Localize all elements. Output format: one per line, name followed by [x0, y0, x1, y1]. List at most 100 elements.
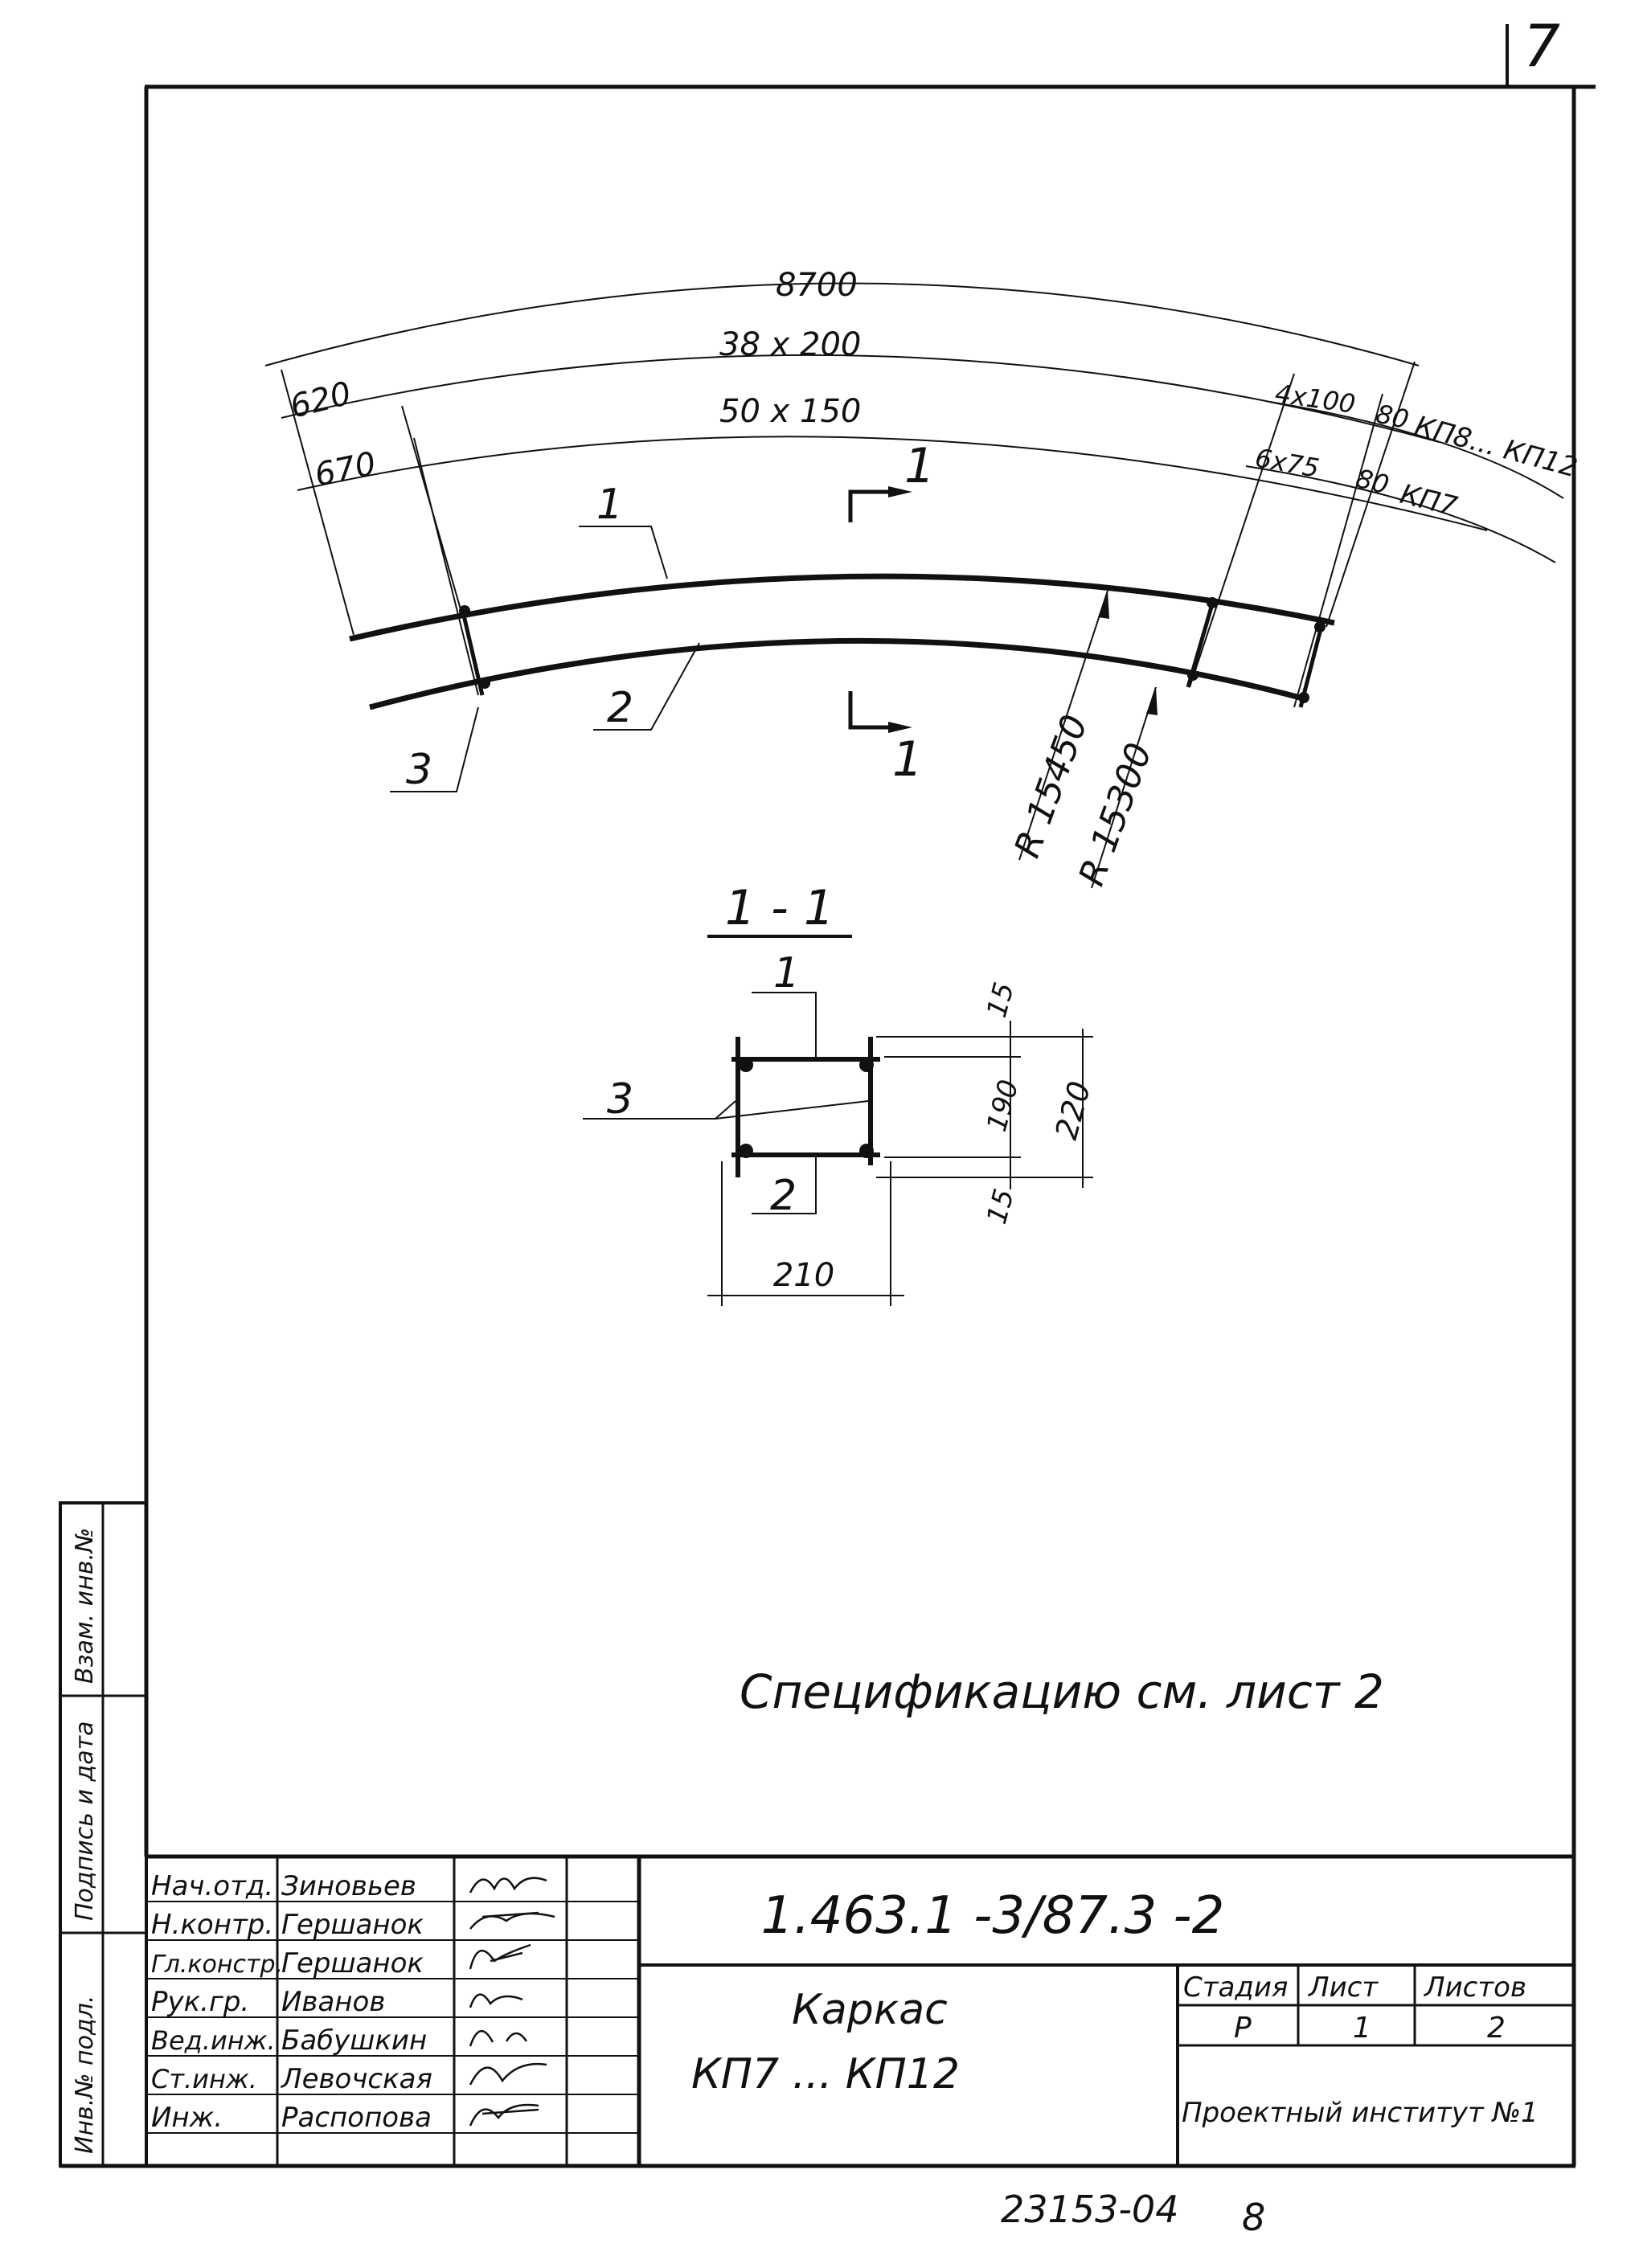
footer-number: 8 — [1242, 2196, 1265, 2239]
sheet-number: 7 — [1523, 12, 1560, 80]
leader-position-1 — [579, 526, 668, 579]
cut-mark-bottom-arrow — [888, 722, 912, 733]
dim-right-top-spacing: 4x100 — [1273, 378, 1358, 420]
dim-right-bottom-spacing: 6x75 — [1253, 442, 1321, 483]
sheets-value: 2 — [1487, 2012, 1506, 2045]
weld-dot — [1298, 692, 1309, 703]
dim-right-bottom-label: КП7 — [1397, 478, 1461, 523]
dim-top-spacing: 38 x 200 — [719, 326, 861, 363]
signature — [469, 1993, 523, 2008]
signature — [469, 1911, 555, 1930]
radius-arrow-outer — [1098, 591, 1109, 619]
radius-arrow-inner — [1146, 687, 1158, 715]
ext-line-right-1 — [1189, 373, 1295, 688]
ext-line-right-3 — [1326, 361, 1416, 628]
specification-note: Спецификацию см. лист 2 — [740, 1664, 1384, 1719]
weld-dot — [479, 678, 490, 689]
section-dim-width-label: 210 — [773, 1257, 834, 1294]
staff-role: Нач.отд. — [151, 1870, 273, 1902]
section-leader-3 — [583, 1100, 736, 1120]
sheets-header: Листов — [1423, 1971, 1526, 2004]
section-position-2: 2 — [770, 1172, 797, 1220]
side-stamp-vzam-inv: Взам. инв.№ — [71, 1528, 99, 1684]
section-rebar-dot — [859, 1058, 874, 1072]
signature — [469, 1877, 547, 1893]
cut-mark-top — [848, 489, 904, 522]
staff-role: Н.контр. — [151, 1909, 273, 1941]
weld-dot — [1207, 597, 1218, 608]
section-leader-2 — [752, 1157, 817, 1214]
dim-arc-kp7 — [1245, 465, 1556, 563]
section-view — [583, 935, 1093, 1306]
staff-role: Инж. — [151, 2102, 223, 2134]
staff-role: Гл.констр. — [151, 1951, 283, 1979]
dim-right-top-end: 80 — [1373, 399, 1412, 436]
leader-position-3 — [390, 706, 479, 792]
dim-left-bottom: 670 — [312, 445, 379, 494]
signature — [469, 1943, 531, 1970]
plan-position-1: 1 — [596, 481, 623, 529]
staff-name: Распопова — [281, 2102, 432, 2134]
section-dim-bottom: 15 — [981, 1185, 1021, 1227]
dim-bottom-spacing: 50 x 150 — [719, 393, 861, 430]
staff-role: Вед.инж. — [151, 2025, 276, 2056]
cut-mark-top-label: 1 — [904, 438, 935, 494]
ext-line-right-2 — [1293, 393, 1383, 708]
weld-dot — [1187, 669, 1199, 681]
rod-position-1 — [349, 573, 1335, 642]
ext-line-left-3 — [413, 437, 479, 696]
radius-outer-label: R 15450 — [1006, 710, 1096, 863]
dim-right-top-label: КП8... КП12 — [1412, 410, 1581, 484]
leader-position-2 — [593, 642, 700, 731]
stage-value: Р — [1234, 2012, 1252, 2045]
signature — [469, 2030, 528, 2047]
section-leader-1 — [752, 992, 817, 1057]
staff-role: Ст.инж. — [151, 2064, 257, 2094]
plan-view — [264, 282, 1564, 889]
section-dim-top: 15 — [981, 979, 1021, 1021]
radius-line-outer — [1018, 590, 1108, 861]
side-stamp — [59, 1501, 148, 2168]
weld-dot — [459, 605, 470, 616]
section-position-3: 3 — [607, 1075, 633, 1124]
bar-position-3-left — [460, 608, 485, 696]
plan-position-3: 3 — [406, 746, 432, 794]
sheet-header: Лист — [1307, 1971, 1379, 2004]
signature — [469, 2103, 539, 2127]
title-line-1: Каркас — [792, 1986, 948, 2034]
side-stamp-inv-podl: Инв.№ подл. — [71, 1996, 99, 2154]
cut-mark-bottom — [848, 691, 904, 730]
dim-overall: 8700 — [776, 267, 858, 304]
weld-dot — [1314, 621, 1326, 633]
plan-position-2: 2 — [607, 684, 633, 732]
staff-name: Бабушкин — [281, 2024, 427, 2057]
section-rebar-dot — [739, 1058, 753, 1072]
staff-name: Гершанок — [281, 1947, 424, 1979]
stage-header: Стадия — [1183, 1971, 1288, 2004]
staff-name: Гершанок — [281, 1909, 424, 1941]
section-rebar-dot — [739, 1144, 753, 1158]
cut-mark-bottom-label: 1 — [892, 731, 923, 788]
staff-name: Зиновьев — [281, 1870, 416, 1902]
ext-line-left-1 — [281, 369, 354, 636]
title-line-2: КП7 ... КП12 — [691, 2050, 960, 2098]
section-position-1: 1 — [773, 949, 800, 997]
section-leader-3b — [715, 1100, 869, 1120]
signatures — [469, 1877, 555, 2127]
cut-mark-top-arrow — [888, 486, 912, 497]
section-dim-mid: 190 — [981, 1076, 1025, 1135]
section-rebar-dot — [859, 1144, 874, 1158]
dim-arc-kp8 — [1269, 401, 1564, 499]
staff-name: Левочская — [280, 2063, 432, 2095]
staff-role: Рук.гр. — [151, 1986, 249, 2018]
side-stamp-podpis-data: Подпись и дата — [71, 1721, 99, 1922]
dim-arc-bottom — [297, 436, 1488, 531]
radius-line-inner — [1091, 686, 1157, 889]
dim-arc-overall — [264, 282, 1420, 366]
dim-left-top: 620 — [286, 375, 354, 426]
section-title: 1 - 1 — [725, 880, 834, 936]
section-dim-height-label: 220 — [1048, 1078, 1097, 1143]
document-code: 1.463.1 -3/87.3 -2 — [761, 1886, 1225, 1946]
footer-code: 23153-04 — [1001, 2188, 1178, 2231]
